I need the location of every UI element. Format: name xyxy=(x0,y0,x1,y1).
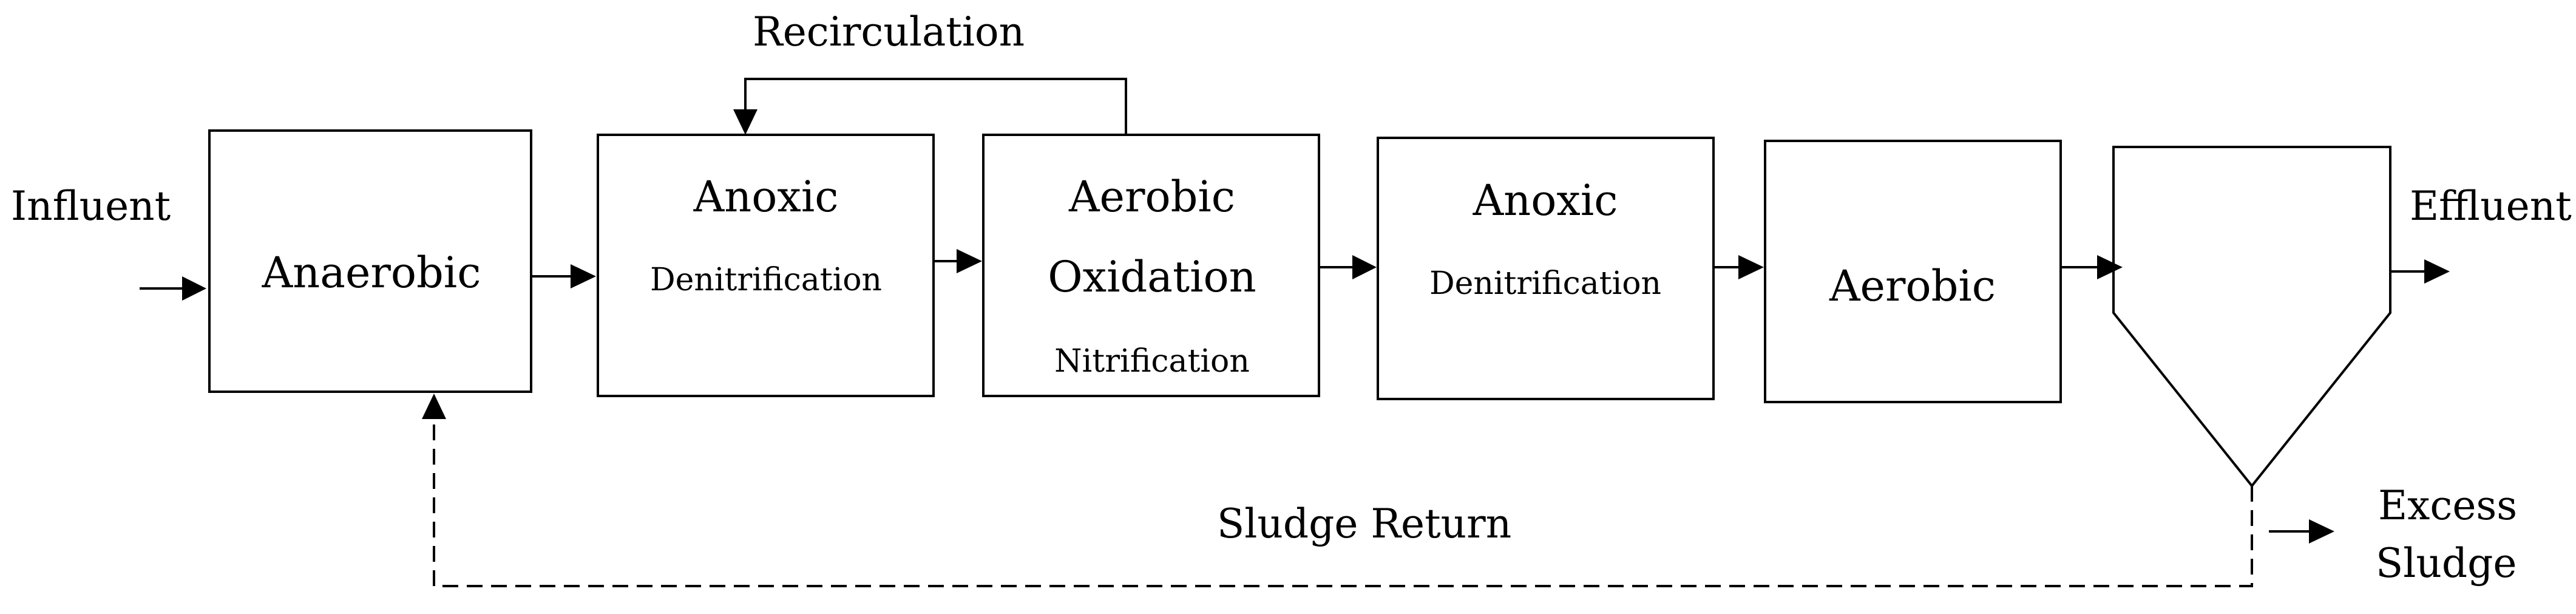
sludge-return-line xyxy=(433,419,2253,587)
stage-box-anoxic-2 xyxy=(1377,137,1715,400)
excess-sludge-label-line2: Sludge xyxy=(2376,540,2517,587)
recirculation-arrow-head xyxy=(733,109,758,135)
stage-box-aerobic xyxy=(1764,140,2062,403)
stage-box-anaerobic xyxy=(208,129,532,393)
clarifier-tank xyxy=(2112,146,2391,488)
stage-title-anoxic-1: Anoxic xyxy=(693,172,839,222)
effluent-label: Effluent xyxy=(2410,183,2572,230)
stage-box-anoxic-1 xyxy=(597,134,935,397)
stage-title2-aerobic-oxidation: Oxidation xyxy=(1048,252,1256,302)
flow-arrow-5-head xyxy=(2097,255,2123,279)
sludge-return-label: Sludge Return xyxy=(1217,500,1511,547)
flow-arrow-3-head xyxy=(1352,255,1377,279)
flow-arrow-4-head xyxy=(1738,255,1764,279)
stage-title-aerobic: Aerobic xyxy=(1829,261,1996,311)
recirculation-line xyxy=(744,78,1127,135)
stage-title-anaerobic: Anaerobic xyxy=(262,248,481,298)
stage-title-aerobic-oxidation: Aerobic xyxy=(1068,172,1235,222)
sludge-return-arrow-head xyxy=(422,394,446,419)
flow-arrow-2-head xyxy=(957,249,982,273)
excess-sludge-label-line1: Excess xyxy=(2378,482,2517,529)
effluent-arrow-head xyxy=(2424,259,2450,284)
influent-arrow-head xyxy=(182,276,206,301)
stage-subtitle-anoxic-2: Denitrification xyxy=(1429,265,1661,302)
excess-sludge-arrow-head xyxy=(2309,519,2334,544)
stage-title-anoxic-2: Anoxic xyxy=(1473,176,1618,225)
stage-subtitle-aerobic-oxidation: Nitrification xyxy=(1054,343,1250,380)
flow-arrow-1-head xyxy=(571,264,596,288)
influent-label: Influent xyxy=(11,183,171,230)
recirculation-label: Recirculation xyxy=(753,9,1025,55)
stage-subtitle-anoxic-1: Denitrification xyxy=(650,262,882,298)
stage-box-aerobic-oxidation xyxy=(982,134,1320,397)
